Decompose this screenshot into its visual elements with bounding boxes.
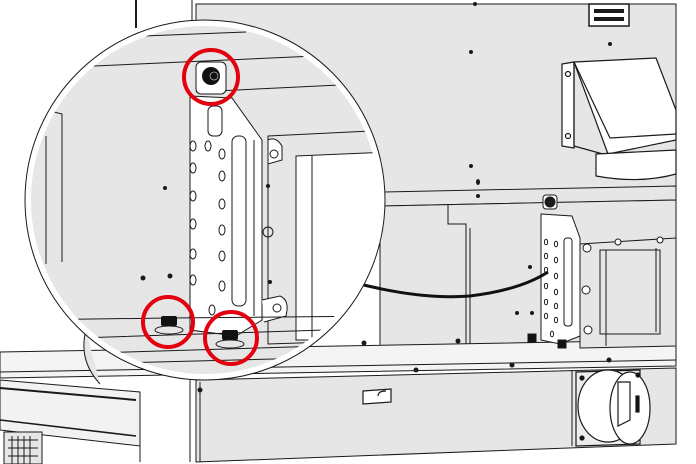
duct-connector bbox=[575, 369, 651, 447]
highlight-rings bbox=[141, 48, 259, 366]
caster bbox=[3, 431, 43, 464]
vertical-bracket-small bbox=[527, 194, 677, 349]
cable bbox=[351, 270, 549, 299]
highlight-ring-bottom-right-fastener bbox=[203, 310, 259, 366]
panel-screws bbox=[197, 2, 612, 393]
callout-magnifier bbox=[24, 19, 386, 381]
exhaust-hood bbox=[561, 57, 677, 181]
access-slot bbox=[362, 388, 392, 405]
wheel bbox=[83, 329, 101, 385]
highlight-ring-top-fastener bbox=[182, 48, 240, 106]
label-plate bbox=[588, 3, 630, 27]
highlight-ring-bottom-left-fastener bbox=[141, 295, 195, 349]
